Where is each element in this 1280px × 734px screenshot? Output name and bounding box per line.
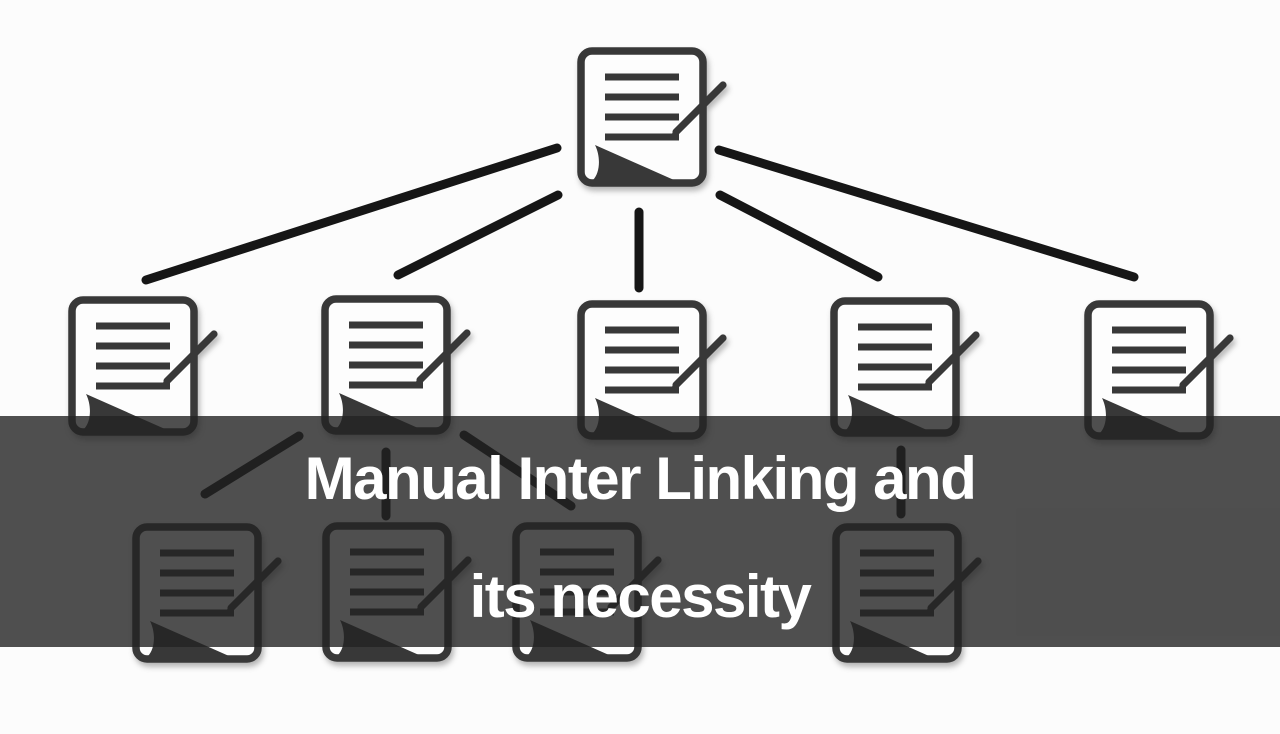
link-line-root-m1	[141, 143, 562, 285]
title-line-1: Manual Inter Linking and	[304, 445, 977, 512]
link-line-root-m5	[714, 145, 1139, 282]
document-with-pen-icon	[68, 296, 218, 436]
link-line-root-m4	[715, 190, 883, 282]
title-overlay-band	[0, 416, 1280, 647]
link-line-root-m2	[393, 190, 563, 280]
document-with-pen-icon	[577, 47, 727, 187]
document-with-pen-icon	[321, 295, 471, 435]
title-line-2: its necessity	[469, 563, 812, 630]
